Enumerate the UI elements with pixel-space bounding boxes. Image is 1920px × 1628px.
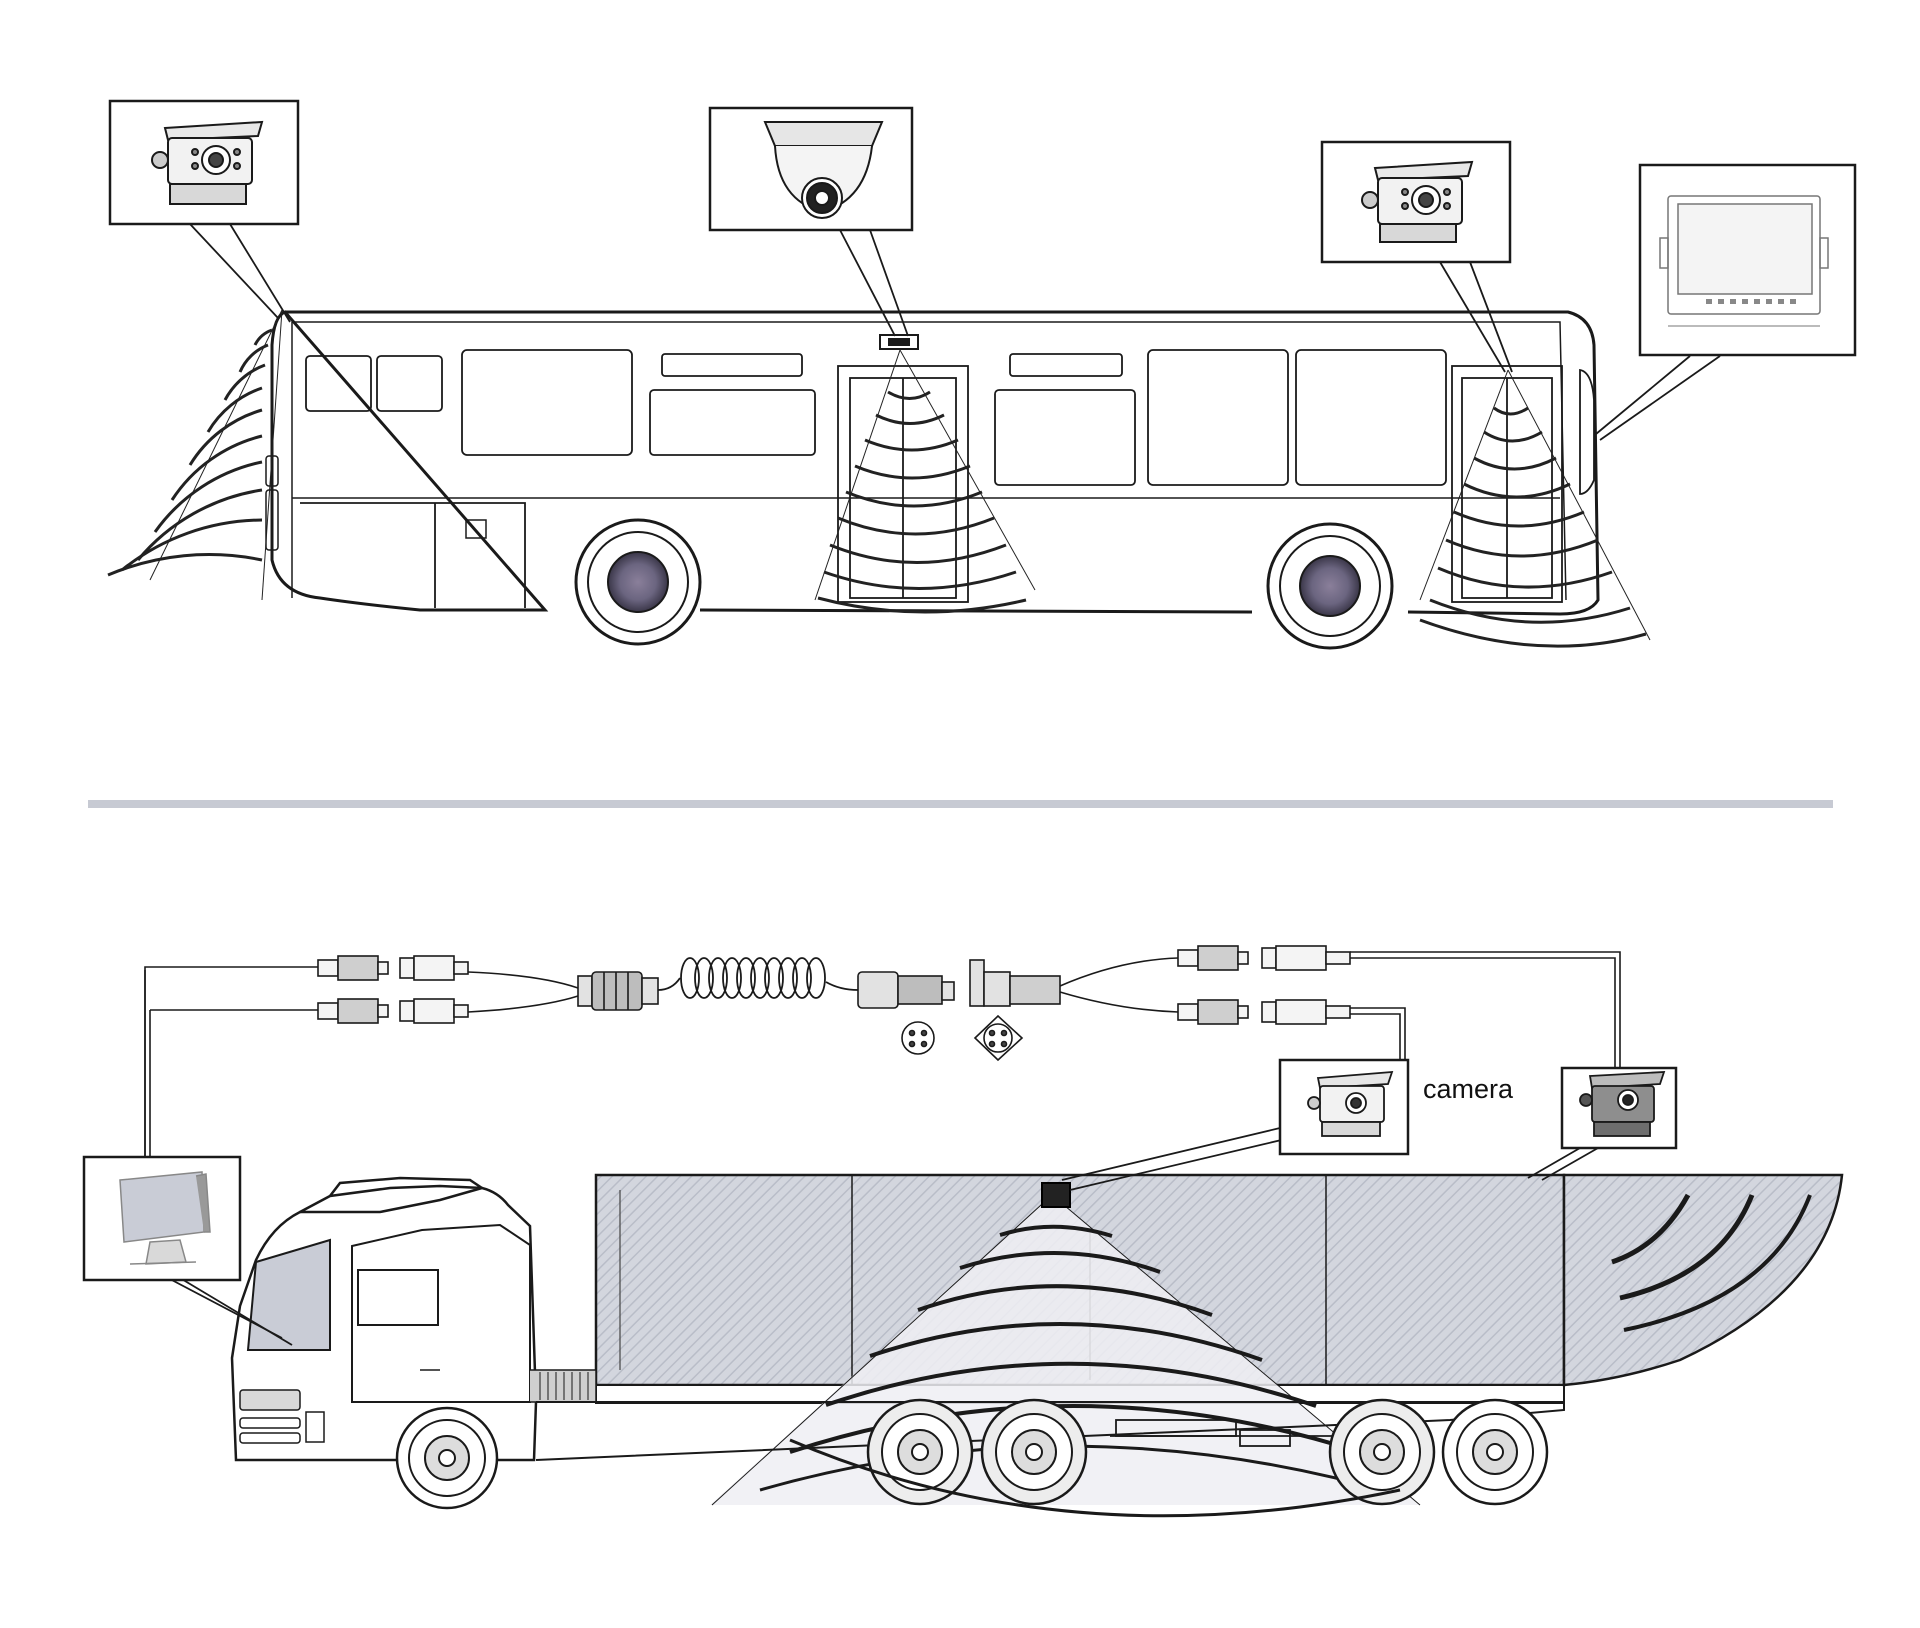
truck-callout-leaders bbox=[167, 1127, 1599, 1346]
rca-connector-icon bbox=[317, 945, 1351, 1025]
callout-rear-camera bbox=[108, 99, 300, 226]
box-camera-icon bbox=[1579, 1071, 1666, 1137]
bus-rear-camera-coverage bbox=[107, 309, 283, 601]
callout-door-camera bbox=[1320, 140, 1512, 264]
truck-cab bbox=[230, 1176, 1565, 1462]
truck-wheels bbox=[395, 1398, 1549, 1510]
dome-camera-icon bbox=[763, 121, 884, 219]
bus-wheel-rear bbox=[574, 518, 702, 646]
truck-wheel bbox=[1441, 1398, 1549, 1506]
bus-door-camera-coverage bbox=[1419, 369, 1651, 648]
callout-driver-monitor bbox=[1638, 163, 1857, 357]
monitor-icon bbox=[1659, 195, 1829, 327]
bus-callout-leaders bbox=[189, 223, 1721, 441]
callout-rear-camera-truck bbox=[1560, 1066, 1678, 1150]
coiled-cable-icon bbox=[657, 957, 859, 999]
side-camera-marker bbox=[1041, 1182, 1071, 1208]
wiring-harness bbox=[144, 951, 1621, 1156]
bus-wheel-front bbox=[1266, 522, 1394, 650]
rear-camera-coverage bbox=[1562, 1173, 1844, 1387]
truck-wheel bbox=[866, 1398, 974, 1506]
box-camera-icon bbox=[1307, 1070, 1394, 1137]
bus-interior-camera-coverage bbox=[814, 349, 1036, 614]
bus-scene bbox=[265, 310, 1600, 650]
section-divider bbox=[88, 800, 1833, 808]
callout-side-camera bbox=[1278, 1058, 1410, 1156]
bus-doors bbox=[837, 365, 1563, 603]
box-camera-icon bbox=[1361, 160, 1474, 243]
callout-interior-camera bbox=[708, 106, 914, 232]
monitor-icon bbox=[119, 1171, 211, 1265]
box-camera-icon bbox=[151, 120, 264, 205]
4-pin-connector-icon bbox=[577, 959, 1061, 1011]
camera-label: camera bbox=[1423, 1074, 1514, 1104]
callout-cab-monitor bbox=[82, 1155, 242, 1282]
truck-wheel bbox=[1328, 1398, 1436, 1506]
4-pin-socket-icon bbox=[901, 1014, 1024, 1062]
truck-wheel bbox=[395, 1406, 499, 1510]
truck-wheel bbox=[980, 1398, 1088, 1506]
bus-windows bbox=[305, 349, 1447, 486]
trailer-chassis bbox=[1110, 1419, 1340, 1447]
bus-body bbox=[270, 310, 1600, 616]
